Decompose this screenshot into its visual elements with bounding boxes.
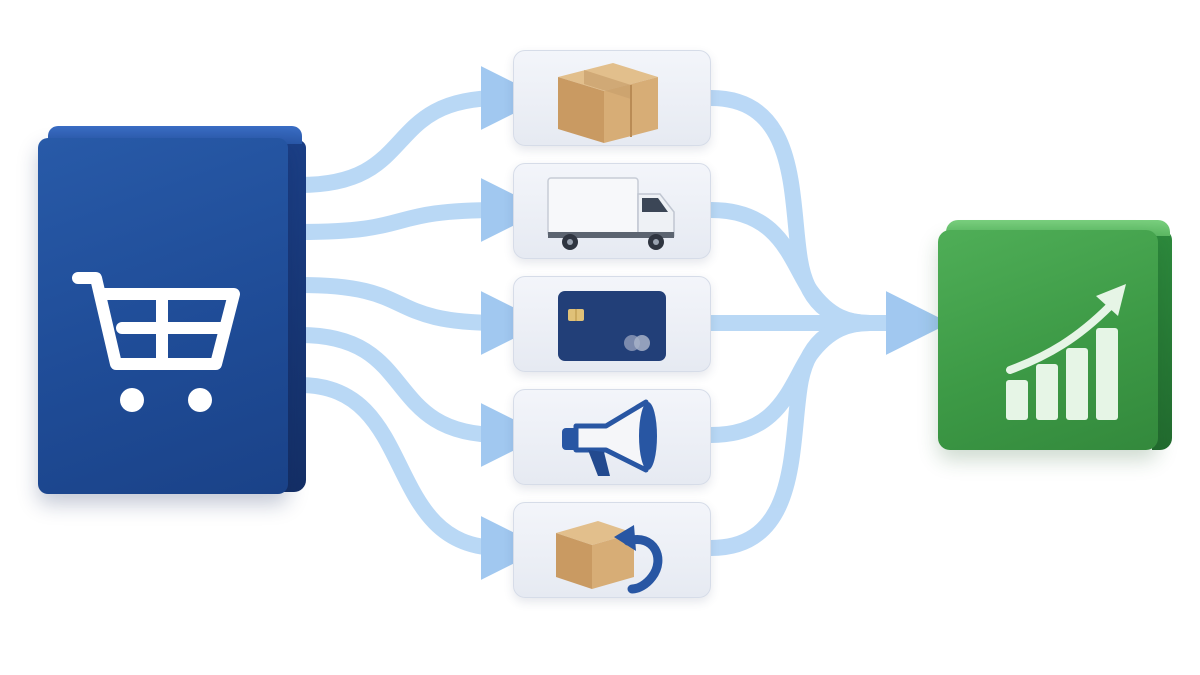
arrow-to-step-4 — [299, 327, 545, 467]
arrow-to-step-3 — [299, 277, 545, 355]
arrow-to-step-1 — [299, 66, 545, 193]
step-card-delivery — [513, 163, 711, 259]
shopping-cart-block — [38, 126, 306, 494]
arrow-to-step-5 — [299, 377, 545, 580]
megaphone-icon — [562, 399, 657, 476]
arrow-to-step-2 — [299, 178, 545, 243]
package-box-icon — [558, 63, 658, 143]
growth-block — [938, 220, 1172, 452]
step-card-package — [513, 50, 711, 146]
step-card-payment — [513, 276, 711, 372]
delivery-truck-icon — [547, 177, 675, 250]
credit-card-icon — [558, 291, 666, 361]
merge-from-step-5 — [710, 315, 871, 556]
return-package-icon — [556, 521, 663, 594]
growth-chart-icon — [1006, 284, 1126, 420]
step-card-returns — [513, 502, 711, 598]
step-card-marketing — [513, 389, 711, 485]
shopping-cart-icon — [72, 272, 240, 412]
